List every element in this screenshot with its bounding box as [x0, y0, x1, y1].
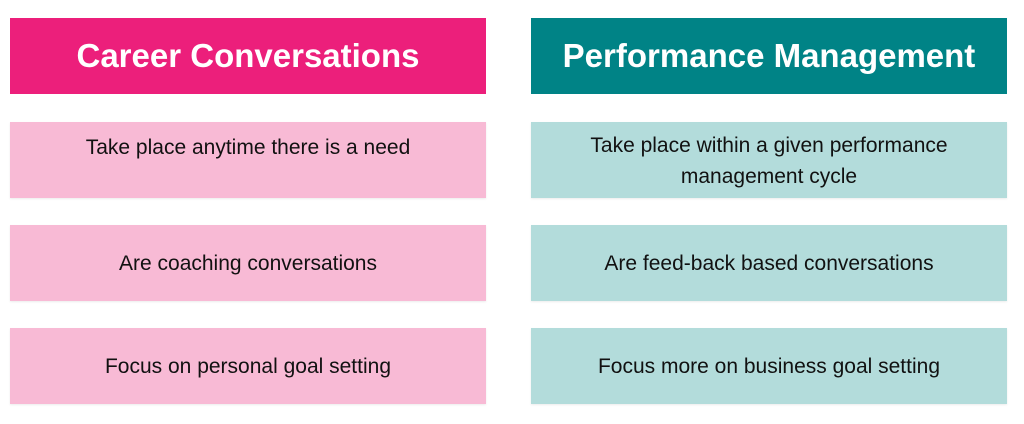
career-conversations-title: Career Conversations — [76, 37, 420, 74]
career-item-card: Are coaching conversations — [10, 225, 486, 301]
career-item-text: Focus on personal goal setting — [104, 354, 391, 378]
career-item-card: Focus on personal goal setting — [10, 328, 486, 404]
performance-item-card: Focus more on business goal setting — [531, 328, 1007, 404]
performance-management-header: Performance Management — [531, 18, 1007, 94]
performance-item-text: Take place within a given performance ma… — [590, 134, 948, 188]
performance-item-card: Take place within a given performance ma… — [531, 122, 1007, 198]
performance-management-title: Performance Management — [562, 37, 976, 74]
career-item-text: Are coaching conversations — [119, 251, 377, 275]
career-conversations-column: Career Conversations Take place anytime … — [10, 18, 486, 404]
career-item-card: Take place anytime there is a need — [10, 122, 486, 198]
performance-item-text: Are feed-back based conversations — [604, 251, 934, 275]
career-conversations-header: Career Conversations — [10, 18, 486, 94]
career-item-text: Take place anytime there is a need — [85, 136, 411, 159]
performance-management-column: Performance Management Take place within… — [531, 18, 1007, 404]
performance-item-text: Focus more on business goal setting — [597, 354, 941, 378]
performance-item-card: Are feed-back based conversations — [531, 225, 1007, 301]
